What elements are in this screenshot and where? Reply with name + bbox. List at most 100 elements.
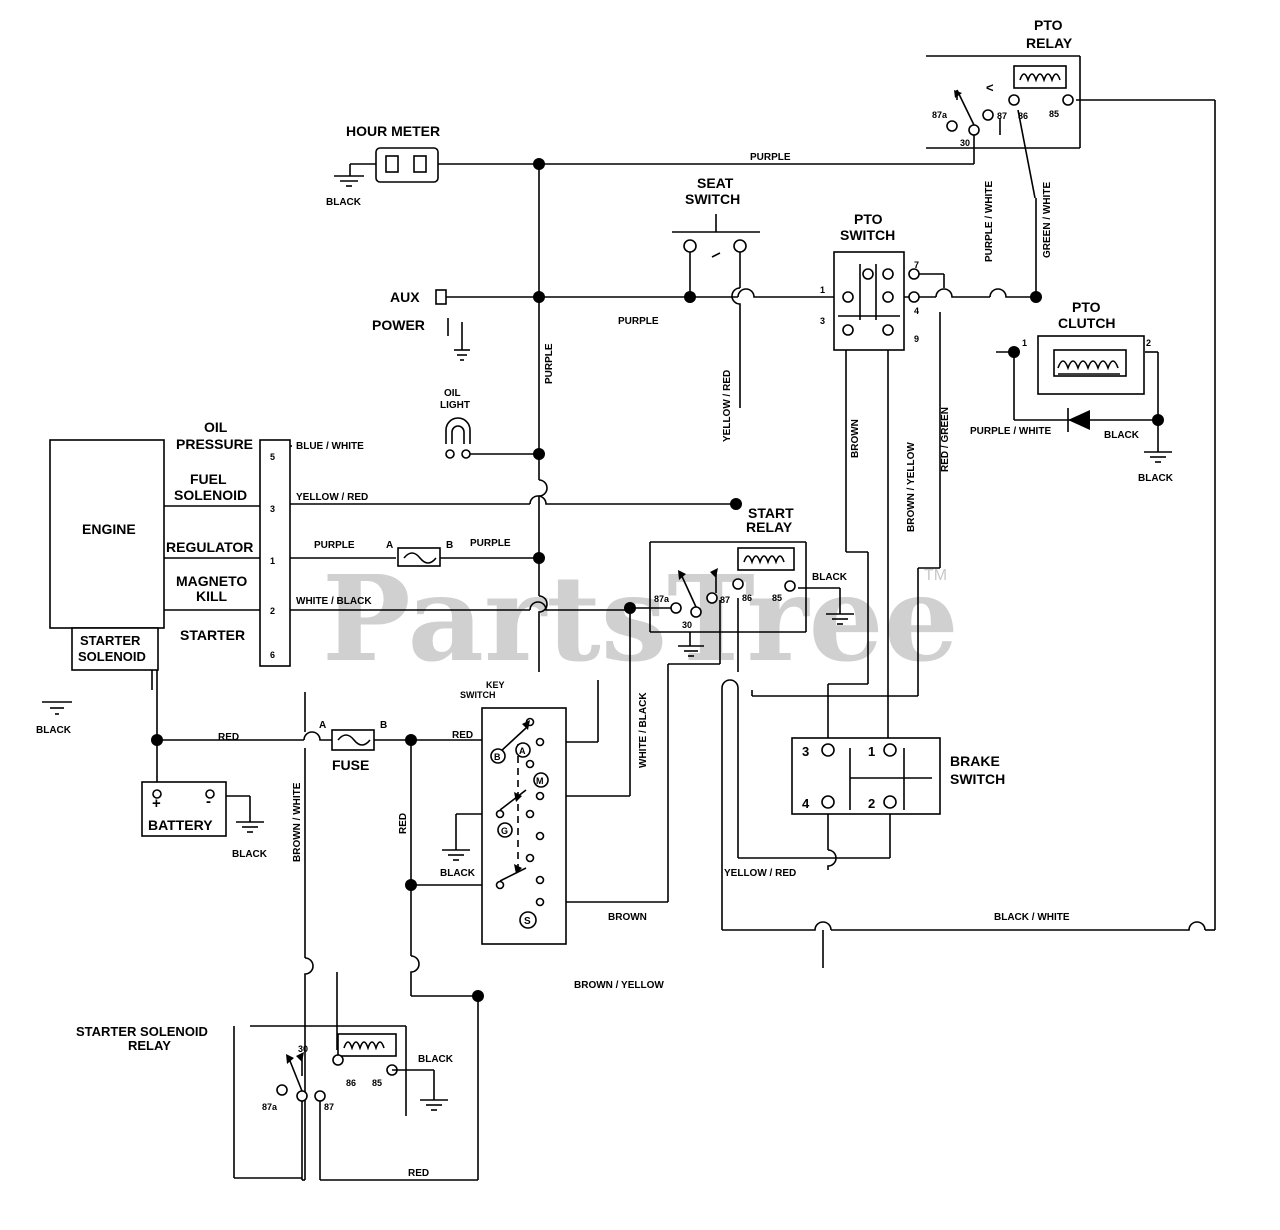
hour-meter-label: HOUR METER <box>346 123 440 139</box>
wire-label-red-green: RED / GREEN <box>940 407 951 472</box>
oil-light-title-2: LIGHT <box>440 400 470 411</box>
wire-label-red-battery: RED <box>218 732 239 743</box>
brake-switch-pin-2: 2 <box>868 796 875 811</box>
oil-light: OIL LIGHT <box>440 388 471 459</box>
wire-label-black-clutch-ground: BLACK <box>1138 473 1174 484</box>
battery: + - BATTERY BLACK <box>141 781 268 860</box>
pto-clutch-title-2: CLUTCH <box>1058 315 1116 331</box>
wire-label-purple-white-relay: PURPLE / WHITE <box>984 181 995 262</box>
key-switch-pin-m: M <box>536 776 544 786</box>
wire-label-purple-top: PURPLE <box>750 152 791 163</box>
pto-relay-pin-87: 87 <box>997 111 1007 121</box>
engine-ground-label: BLACK <box>36 725 72 736</box>
start-relay-pin-86: 86 <box>742 593 752 603</box>
ssr-black-label: BLACK <box>418 1054 454 1065</box>
pto-switch-pin-1: 1 <box>820 285 825 295</box>
ssr-title-2: RELAY <box>128 1038 171 1053</box>
start-relay-title-2: RELAY <box>746 519 793 535</box>
key-switch-pin-a: A <box>519 746 526 756</box>
wire-label-purple-reg: PURPLE <box>314 540 355 551</box>
brake-switch-pin-1: 1 <box>868 744 875 759</box>
battery-minus: - <box>206 793 211 810</box>
ssr-pin-87: 87 <box>324 1102 334 1112</box>
pto-switch-pin-9: 9 <box>914 334 919 344</box>
wire-label-black-clutch: BLACK <box>1104 430 1140 441</box>
wire-label-brown-yellow-key: BROWN / YELLOW <box>574 980 664 991</box>
pto-relay-title-2: RELAY <box>1026 35 1073 51</box>
starter-solenoid-relay: STARTER SOLENOID RELAY 30 87a 87 86 85 B… <box>76 1024 454 1179</box>
hour-meter: HOUR METER BLACK <box>326 123 440 208</box>
terminal-regulator: REGULATOR <box>166 539 253 555</box>
key-switch-title-2: SWITCH <box>460 690 496 700</box>
seat-switch: SEAT SWITCH <box>672 175 760 258</box>
pto-switch-title-2: SWITCH <box>840 227 895 243</box>
starter-solenoid-title-2: SOLENOID <box>78 649 146 664</box>
fuse-label: FUSE <box>332 757 369 773</box>
wire-label-brown-yellow-pto: BROWN / YELLOW <box>906 442 917 532</box>
wire-label-purple-trunk: PURPLE <box>544 343 555 384</box>
key-switch: KEY SWITCH A B M G S BLACK <box>440 680 567 945</box>
terminal-magneto-kill-pin: 2 <box>270 606 275 616</box>
ssr-pin-30: 30 <box>298 1044 308 1054</box>
ssr-red-label: RED <box>408 1168 429 1179</box>
key-switch-pin-b: B <box>494 752 501 762</box>
pto-relay-pin-85: 85 <box>1049 109 1059 119</box>
terminal-oil-pressure-2: PRESSURE <box>176 436 253 452</box>
watermark-tm: TM <box>924 567 947 584</box>
seat-switch-title-2: SWITCH <box>685 191 740 207</box>
terminal-fuel-solenoid-1: FUEL <box>190 471 227 487</box>
pto-clutch-pin-2: 2 <box>1146 338 1151 348</box>
wire-label-yellow-red-seat: YELLOW / RED <box>722 370 733 442</box>
terminal-regulator-pin: 1 <box>270 556 275 566</box>
wire-label-blue-white: BLUE / WHITE <box>296 441 364 452</box>
pto-clutch-title-1: PTO <box>1072 299 1101 315</box>
regulator-fuse-b: B <box>446 540 453 551</box>
pto-relay-pin-86: 86 <box>1018 111 1028 121</box>
pto-switch: PTO SWITCH 1 3 7 4 9 <box>820 211 920 351</box>
key-switch-title-1: KEY <box>486 680 505 690</box>
pto-switch-pin-3: 3 <box>820 316 825 326</box>
wire-label-yellow-red-fuel: YELLOW / RED <box>296 492 368 503</box>
key-switch-pin-g: G <box>501 826 508 836</box>
terminal-starter-pin: 6 <box>270 650 275 660</box>
brake-switch: 3 1 4 2 BRAKE SWITCH <box>791 737 1005 815</box>
wire-label-red-key: RED <box>452 730 473 741</box>
wire-label-brown-key: BROWN <box>608 912 647 923</box>
starter-solenoid-title-1: STARTER <box>80 633 141 648</box>
wire-label-green-white: GREEN / WHITE <box>1042 182 1053 258</box>
pto-clutch-pin-1: 1 <box>1022 338 1027 348</box>
start-relay-pin-87a: 87a <box>654 594 670 604</box>
ssr-pin-86: 86 <box>346 1078 356 1088</box>
engine-terminals: OIL PRESSURE 5 FUEL SOLENOID 3 REGULATOR… <box>166 419 275 660</box>
start-relay-black-label: BLACK <box>812 572 848 583</box>
wire-label-black-white: BLACK / WHITE <box>994 912 1070 923</box>
pto-switch-title-1: PTO <box>854 211 883 227</box>
brake-switch-title-1: BRAKE <box>950 753 1000 769</box>
terminal-starter: STARTER <box>180 627 245 643</box>
engine: ENGINE STARTER SOLENOID BLACK <box>36 439 291 736</box>
pto-switch-pin-4: 4 <box>914 306 919 316</box>
wire-label-white-black-relay: WHITE / BLACK <box>638 692 649 768</box>
watermark: PartsTree <box>322 549 959 688</box>
regulator-fuse: A B <box>386 540 453 567</box>
start-relay-pin-87: 87 <box>720 595 730 605</box>
ssr-pin-87a: 87a <box>262 1102 278 1112</box>
seat-switch-title-1: SEAT <box>697 175 734 191</box>
pto-switch-pin-7: 7 <box>914 260 919 270</box>
terminal-fuel-solenoid-2: SOLENOID <box>174 487 247 503</box>
ssr-pin-85: 85 <box>372 1078 382 1088</box>
pto-relay-pin-87a: 87a <box>932 110 948 120</box>
oil-light-title-1: OIL <box>444 388 461 399</box>
brake-switch-title-2: SWITCH <box>950 771 1005 787</box>
terminal-oil-pressure-pin: 5 <box>270 452 275 462</box>
engine-label: ENGINE <box>82 521 136 537</box>
power-label: POWER <box>372 317 425 333</box>
hour-meter-ground-label: BLACK <box>326 197 362 208</box>
brake-switch-pin-4: 4 <box>802 796 810 811</box>
key-switch-ground-label: BLACK <box>440 868 476 879</box>
wire-network <box>156 99 1216 1181</box>
ssr-title-1: STARTER SOLENOID <box>76 1024 208 1039</box>
regulator-fuse-a: A <box>386 540 393 551</box>
main-fuse: A B FUSE <box>319 720 387 773</box>
wire-label-brown-white: BROWN / WHITE <box>292 782 303 862</box>
